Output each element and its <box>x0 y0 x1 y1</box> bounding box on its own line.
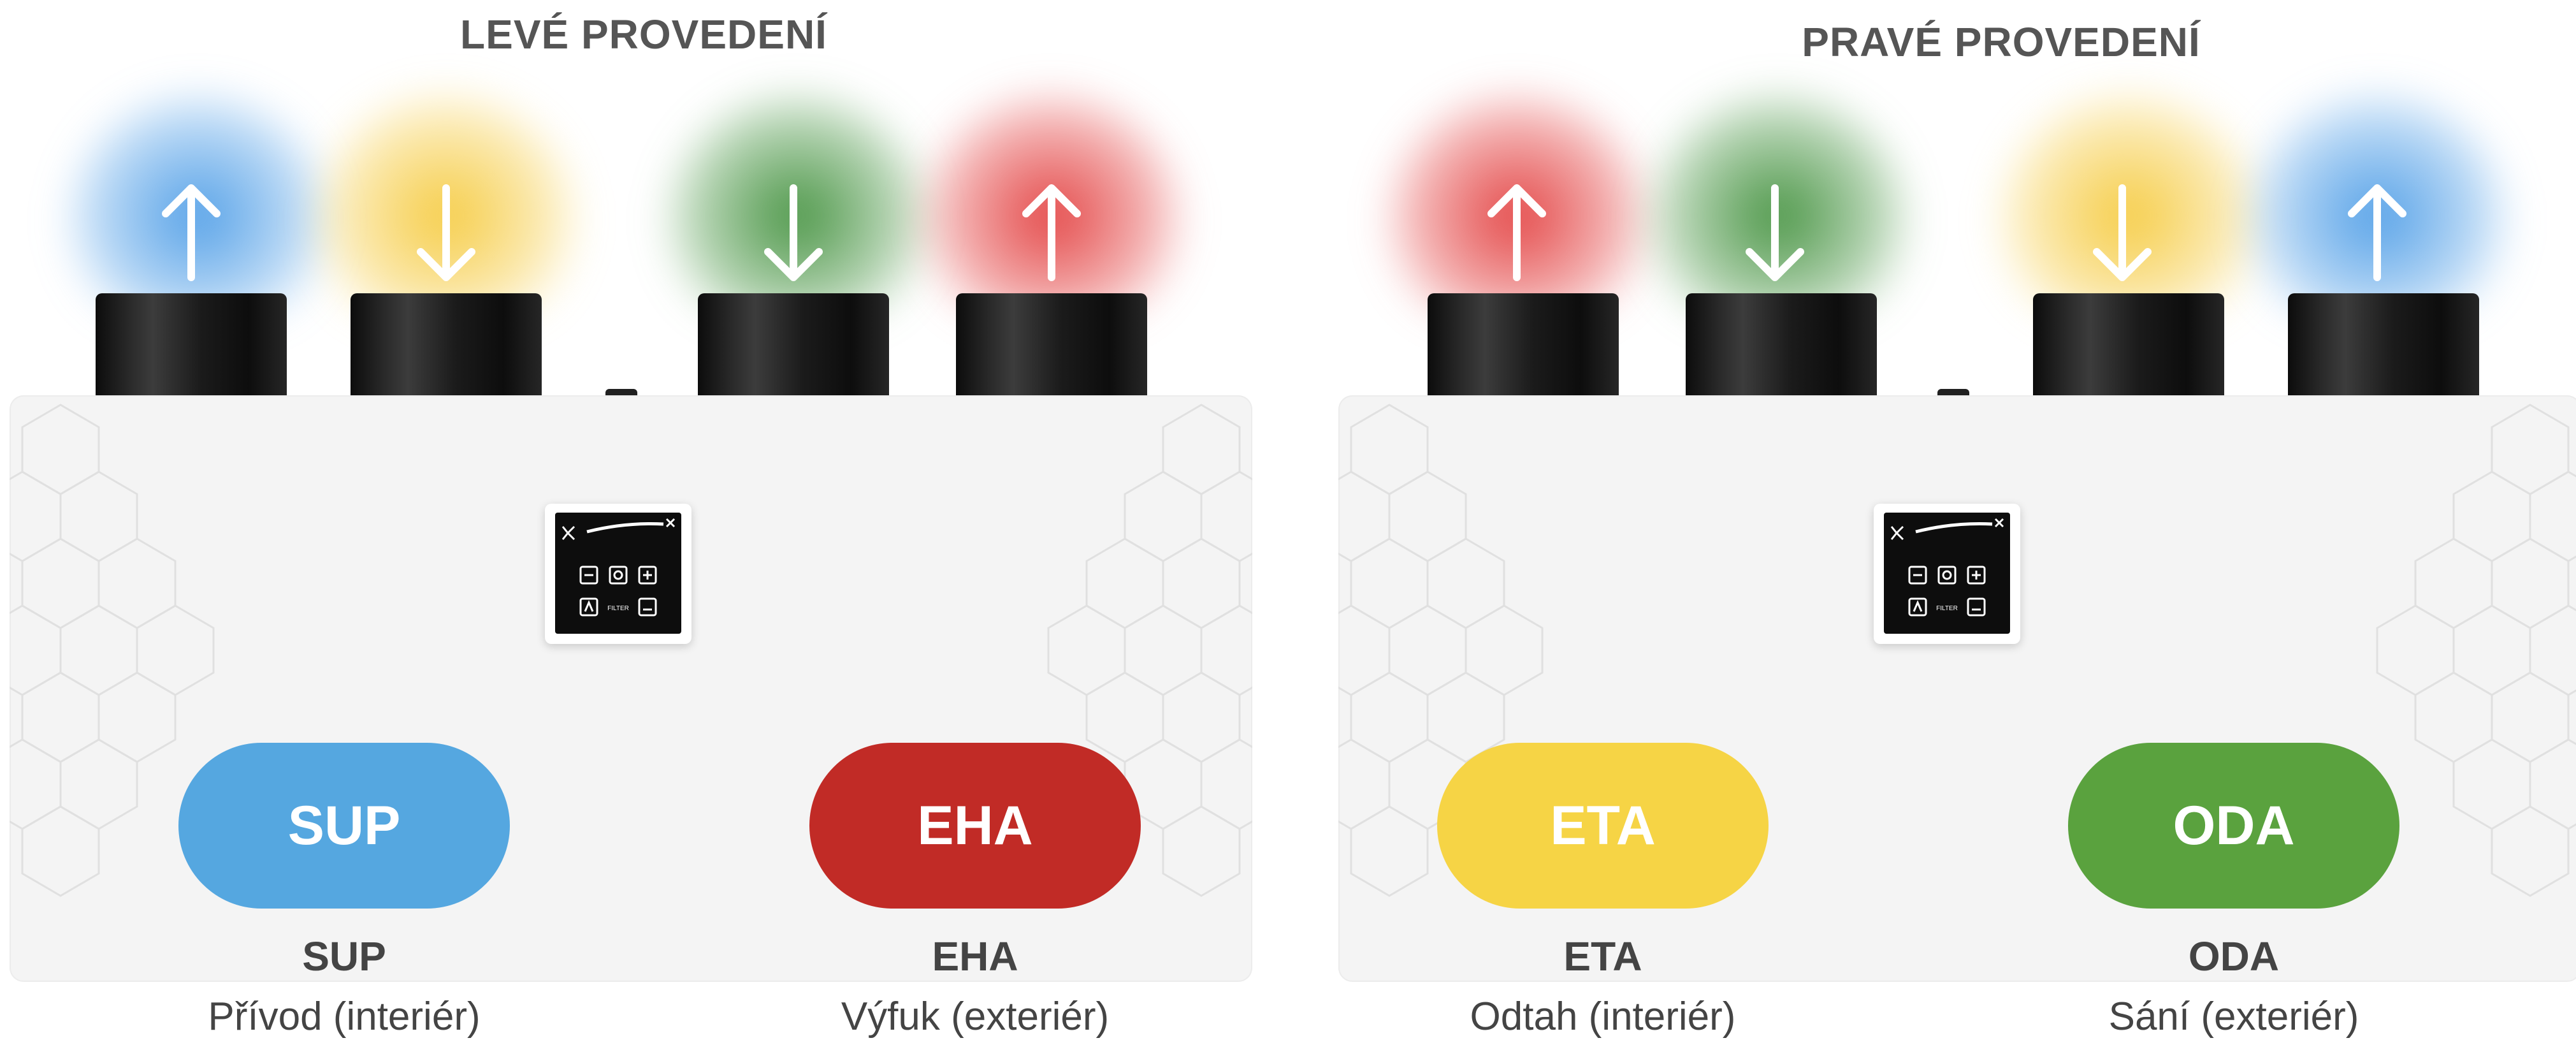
sup-badge: SUP <box>178 743 510 909</box>
left-duct-4 <box>956 293 1147 408</box>
left-duct-3 <box>698 293 889 408</box>
arrow-down-icon <box>1746 184 1804 281</box>
right-duct-2 <box>1686 293 1877 408</box>
oda-description: Sání (exteriér) <box>2108 995 2359 1039</box>
eha-code-label: EHA <box>932 933 1018 979</box>
filter-label: FILTER <box>607 605 629 612</box>
arrow-down-icon <box>2093 184 2152 281</box>
arrow-up-icon <box>1022 184 1081 281</box>
eta-badge: ETA <box>1437 743 1769 909</box>
right-duct-4 <box>2288 293 2479 408</box>
sup-code-label: SUP <box>302 933 386 979</box>
right-duct-3 <box>2033 293 2224 408</box>
eta-description: Odtah (interiér) <box>1470 995 1736 1039</box>
control-panel-icons: FILTER <box>1890 518 2004 617</box>
hexagon-pattern <box>1338 404 2576 897</box>
control-panel-icons: FILTER <box>561 518 676 617</box>
eha-description: Výfuk (exteriér) <box>841 995 1110 1039</box>
sup-description: Přívod (interiér) <box>208 995 481 1039</box>
arrow-up-icon <box>2348 184 2406 281</box>
right-duct-1 <box>1428 293 1619 408</box>
left-airflow-glow-1 <box>64 89 331 319</box>
left-control-panel[interactable]: FILTER <box>545 504 691 644</box>
filter-label: FILTER <box>1936 605 1958 612</box>
oda-badge: ODA <box>2068 743 2399 909</box>
right-airflow-glow-3 <box>1995 89 2262 319</box>
right-variant-title: PRAVÉ PROVEDENÍ <box>1802 19 2201 65</box>
arrow-up-icon <box>162 184 221 281</box>
eta-code-label: ETA <box>1563 933 1642 979</box>
control-panel-screen: FILTER <box>555 513 681 634</box>
control-panel-screen: FILTER <box>1884 513 2010 634</box>
left-duct-2 <box>351 293 542 408</box>
left-duct-1 <box>96 293 287 408</box>
oda-code-label: ODA <box>2188 933 2280 979</box>
arrow-down-icon <box>417 184 475 281</box>
eha-badge: EHA <box>809 743 1141 909</box>
right-control-panel[interactable]: FILTER <box>1874 504 2020 644</box>
arrow-down-icon <box>764 184 823 281</box>
left-variant-title: LEVÉ PROVEDENÍ <box>460 11 827 57</box>
arrow-up-icon <box>1487 184 1546 281</box>
